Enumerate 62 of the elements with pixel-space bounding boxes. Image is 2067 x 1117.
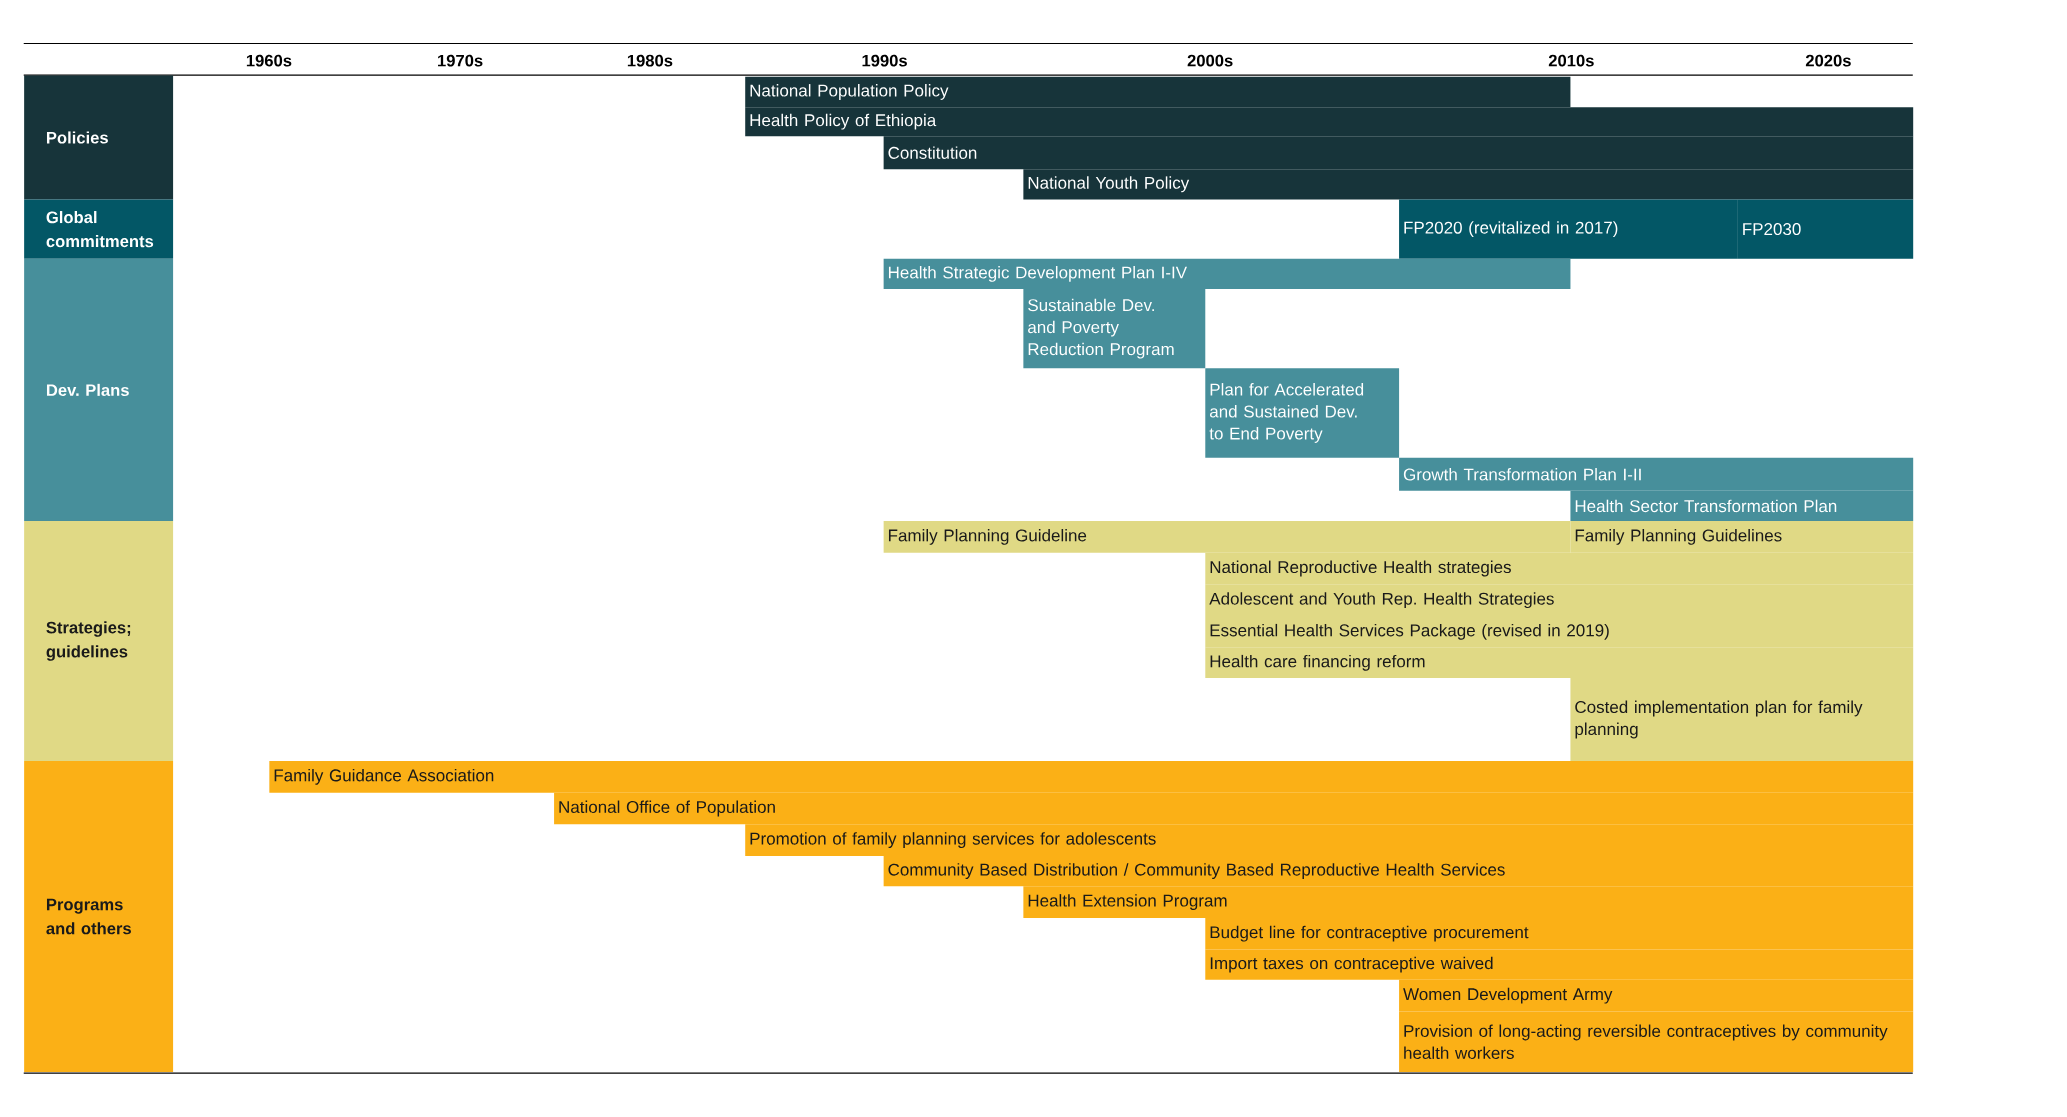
- timeline-bar: Health care financing reform: [1205, 647, 1914, 679]
- timeline-bar: Health Extension Program: [1023, 886, 1914, 919]
- year-label: 1970s: [438, 55, 483, 67]
- timeline-bar: Constitution: [883, 136, 1914, 170]
- timeline-bar: Promotion of family planning services for adolescents: [745, 824, 1914, 857]
- timeline-bar: FP2020 (revitalized in 2017): [1399, 199, 1738, 259]
- node-label: Health Sector Transformation Plan: [1575, 499, 1837, 513]
- node-label: Family Planning Guideline: [888, 529, 1087, 546]
- node-label: Provision of long-acting reversible contraceptives by community health workers: [1404, 1024, 1888, 1060]
- timeline-bar: National Office of Population: [554, 792, 1914, 825]
- node-label: Health Policy of Ethiopia: [750, 113, 937, 130]
- timeline-bar: Growth Transformation Plan I-II: [1399, 458, 1914, 491]
- timeline-bar: Health Sector Transformation Plan: [1570, 491, 1914, 522]
- node-label: Women Development Army: [1403, 987, 1613, 1004]
- node-label: Costed implementation plan for family planning: [1575, 700, 1863, 739]
- timeline-bar: National Population Policy: [745, 77, 1571, 108]
- category-header: Dev. Plans: [24, 259, 174, 522]
- node-label: Family Planning Guidelines: [1575, 529, 1782, 546]
- category-header: Programs and others: [24, 761, 174, 1073]
- year-label: 1990s: [862, 55, 907, 67]
- timeline-bar: Family Guidance Association: [269, 761, 1914, 793]
- node-label: Constitution: [888, 146, 977, 160]
- timeline-bar: Health Policy of Ethiopia: [745, 107, 1914, 137]
- timeline-bar: Adolescent and Youth Rep. Health Strategies: [1205, 584, 1914, 617]
- node-label: National Office of Population: [559, 800, 775, 817]
- timeline-bar: Family Planning Guidelines: [1570, 521, 1914, 553]
- timeline-bar: Plan for Accelerated and Sustained Dev. to End Poverty: [1205, 368, 1400, 459]
- timeline-bar: Budget line for contraceptive procurement: [1205, 918, 1914, 950]
- node-label: National Population Policy: [750, 84, 949, 101]
- category-header: Policies: [24, 75, 174, 200]
- timeline-bar: Import taxes on contraceptive waived: [1205, 949, 1914, 981]
- timeline-bar: Provision of long-acting reversible contraceptives by community health workers: [1399, 1011, 1914, 1073]
- node-label: Adolescent and Youth Rep. Health Strategies: [1209, 592, 1554, 609]
- timeline-bar: Essential Health Services Package (revised in 2019): [1205, 616, 1914, 648]
- timeline-bar: National Youth Policy: [1023, 169, 1914, 200]
- year-label: 2010s: [1548, 55, 1594, 67]
- node-label: Family Guidance Association: [274, 769, 494, 785]
- node-label: Budget line for contraceptive procurement: [1210, 926, 1529, 942]
- node-label: Import taxes on contraceptive waived: [1210, 956, 1493, 973]
- node-label: Essential Health Services Package (revised in 2019): [1210, 624, 1609, 640]
- year-label: 1960s: [246, 55, 292, 67]
- category-header: Strategies; guidelines: [24, 521, 174, 762]
- category-header: Global commitments: [24, 199, 174, 259]
- node-label: Promotion of family planning services for adolescents: [750, 832, 1156, 849]
- node-label: National Youth Policy: [1028, 176, 1190, 193]
- node-label: FP2030: [1743, 223, 1801, 236]
- node-label: Community Based Distribution / Community Based Reproductive Health Services: [888, 863, 1505, 880]
- node-label: FP2020 (revitalized in 2017): [1404, 221, 1618, 238]
- node-label: Growth Transformation Plan I-II: [1403, 468, 1641, 481]
- timeline-bar: FP2030: [1737, 199, 1914, 259]
- year-label: 1980s: [627, 55, 673, 67]
- timeline-bar: Costed implementation plan for family planning: [1570, 678, 1914, 762]
- year-label: 2020s: [1805, 55, 1851, 67]
- node-label: National Reproductive Health strategies: [1210, 560, 1511, 577]
- timeline-bar: Community Based Distribution / Community Based Reproductive Health Services: [883, 856, 1914, 887]
- node-label: Health Extension Program: [1028, 894, 1227, 911]
- timeline-bar: Women Development Army: [1399, 980, 1914, 1012]
- node-label: Health care financing reform: [1210, 655, 1425, 671]
- node-label: Sustainable Dev. and Poverty Reduction Program: [1028, 298, 1174, 359]
- year-label: 2000s: [1187, 55, 1233, 67]
- timeline-bar: Health Strategic Development Plan I-IV: [883, 259, 1571, 290]
- timeline-bar: Sustainable Dev. and Poverty Reduction Program: [1023, 289, 1206, 369]
